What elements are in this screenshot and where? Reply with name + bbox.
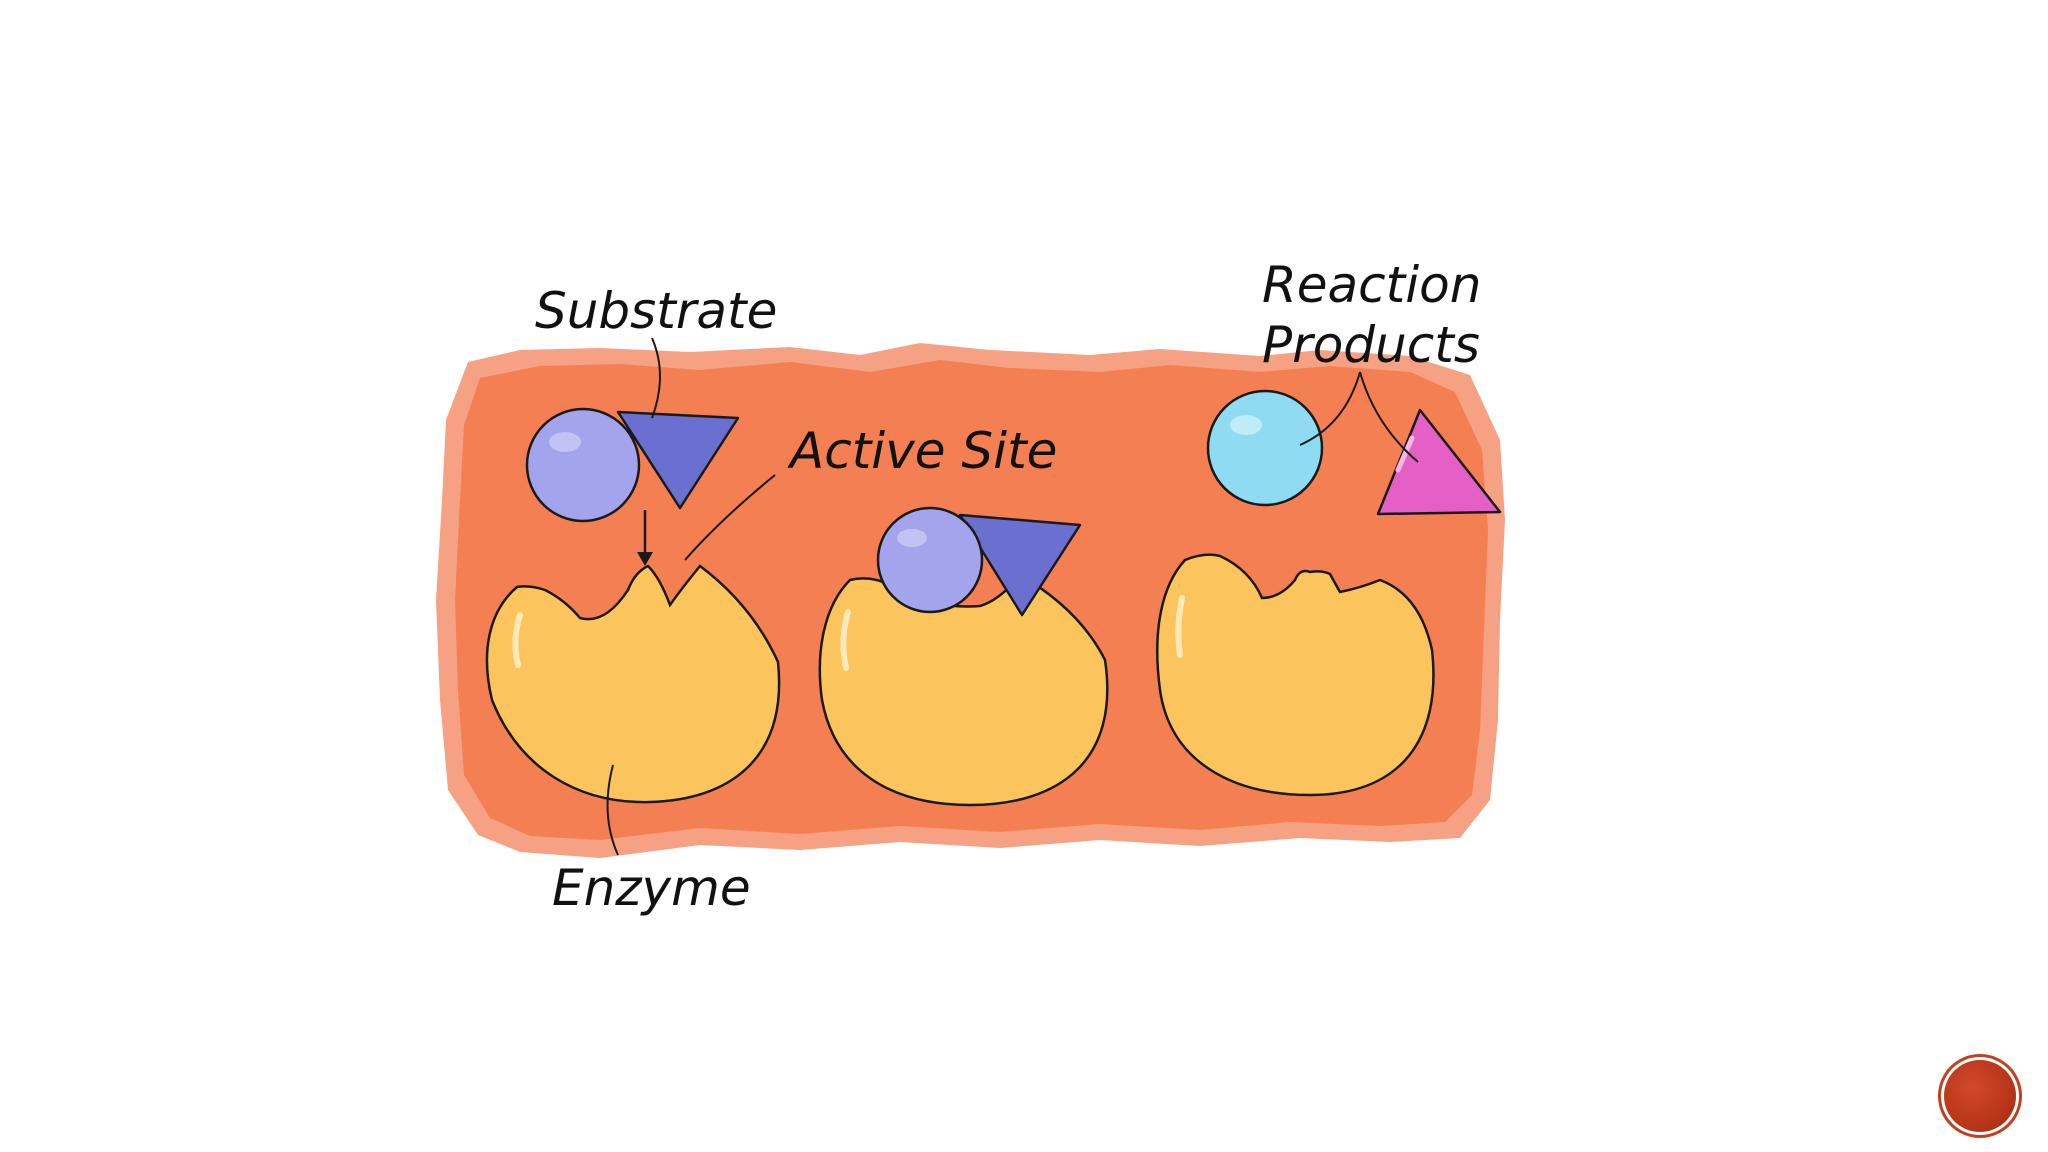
enzyme-highlight-1 xyxy=(512,612,523,668)
products-leader-line-triangle xyxy=(1359,371,1419,463)
reaction-products-label-line2: Products xyxy=(1262,316,1480,374)
product-circle xyxy=(1206,389,1324,507)
enzyme-highlight-2 xyxy=(840,609,851,671)
substrate-triangle-free xyxy=(616,410,740,510)
substrate-leader-line xyxy=(651,337,661,419)
product-triangle-shine xyxy=(1395,435,1415,473)
enzyme-leader-line xyxy=(606,764,619,856)
binding-arrow-head xyxy=(637,552,653,566)
substrate-circle-bound xyxy=(876,506,984,614)
substrate-label: Substrate xyxy=(535,282,777,340)
substrate-circle-bound-shine xyxy=(897,529,927,547)
substrate-triangle-bound xyxy=(958,513,1082,617)
slide-number-badge-icon[interactable] xyxy=(1944,1060,2016,1132)
enzyme-shape-3 xyxy=(1156,553,1435,797)
substrate-circle-free xyxy=(525,407,641,523)
product-circle-shine xyxy=(1230,415,1262,435)
enzyme-shape-1 xyxy=(485,564,781,804)
active-site-label: Active Site xyxy=(787,422,1057,480)
reaction-products-label-line1: Reaction xyxy=(1262,256,1481,314)
products-leader-line-circle xyxy=(1299,371,1361,446)
enzyme-label: Enzyme xyxy=(552,859,751,917)
active-site-leader-line xyxy=(684,474,776,561)
enzyme-shape-2 xyxy=(818,573,1109,807)
enzyme-highlight-3 xyxy=(1175,595,1185,658)
substrate-circle-free-shine xyxy=(549,432,581,452)
